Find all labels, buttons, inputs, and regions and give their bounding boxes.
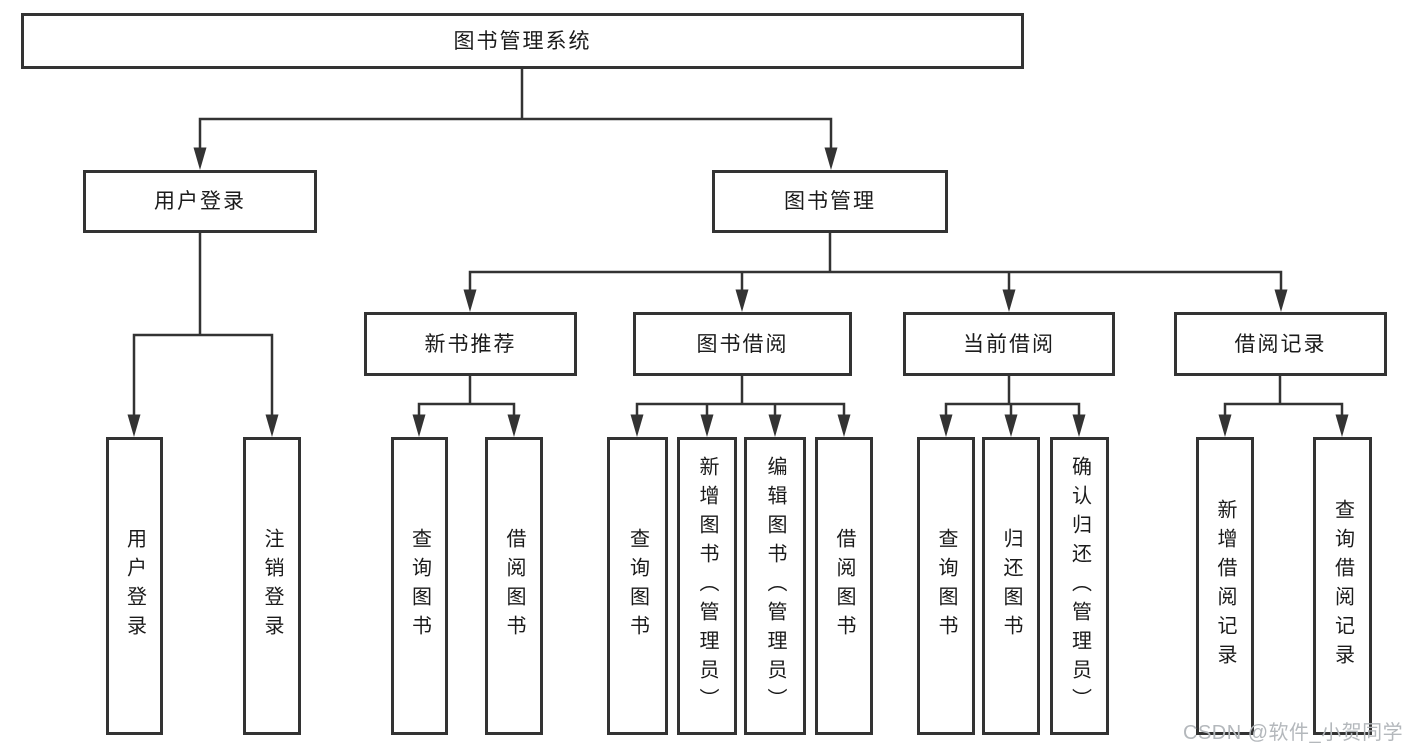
node-bb-add-books-admin: 新增图书（管理员） (677, 437, 737, 735)
connector-book-borrow-children (630, 376, 851, 437)
connector-root-to-level2 (193, 69, 838, 170)
node-system-root: 图书管理系统 (21, 13, 1024, 69)
node-user-login: 用户登录 (83, 170, 317, 233)
connector-new-book-rec-children (412, 376, 521, 437)
connector-borrow-record-children (1218, 376, 1349, 437)
node-current-borrowing: 当前借阅 (903, 312, 1115, 376)
node-nb-query-books: 查询图书 (391, 437, 448, 735)
node-cb-confirm-return-admin: 确认归还（管理员） (1050, 437, 1109, 735)
node-book-borrowing: 图书借阅 (633, 312, 852, 376)
node-nb-borrow-books: 借阅图书 (485, 437, 543, 735)
node-br-query-record: 查询借阅记录 (1313, 437, 1372, 735)
node-cb-query-books: 查询图书 (917, 437, 975, 735)
connector-user-login-children (127, 233, 279, 437)
connector-book-mgmt-to-level3 (463, 233, 1288, 312)
node-leaf-user-login: 用户登录 (106, 437, 163, 735)
node-borrowing-records: 借阅记录 (1174, 312, 1387, 376)
node-bb-borrow-books: 借阅图书 (815, 437, 873, 735)
node-br-add-record: 新增借阅记录 (1196, 437, 1254, 735)
node-new-book-recommend: 新书推荐 (364, 312, 577, 376)
csdn-watermark: CSDN @软件_小贺同学 (1183, 722, 1404, 744)
node-book-management: 图书管理 (712, 170, 948, 233)
node-cb-return-books: 归还图书 (982, 437, 1040, 735)
node-leaf-logout: 注销登录 (243, 437, 301, 735)
connector-current-borrow-children (939, 376, 1086, 437)
node-bb-query-books: 查询图书 (607, 437, 668, 735)
node-bb-edit-books-admin: 编辑图书（管理员） (744, 437, 806, 735)
